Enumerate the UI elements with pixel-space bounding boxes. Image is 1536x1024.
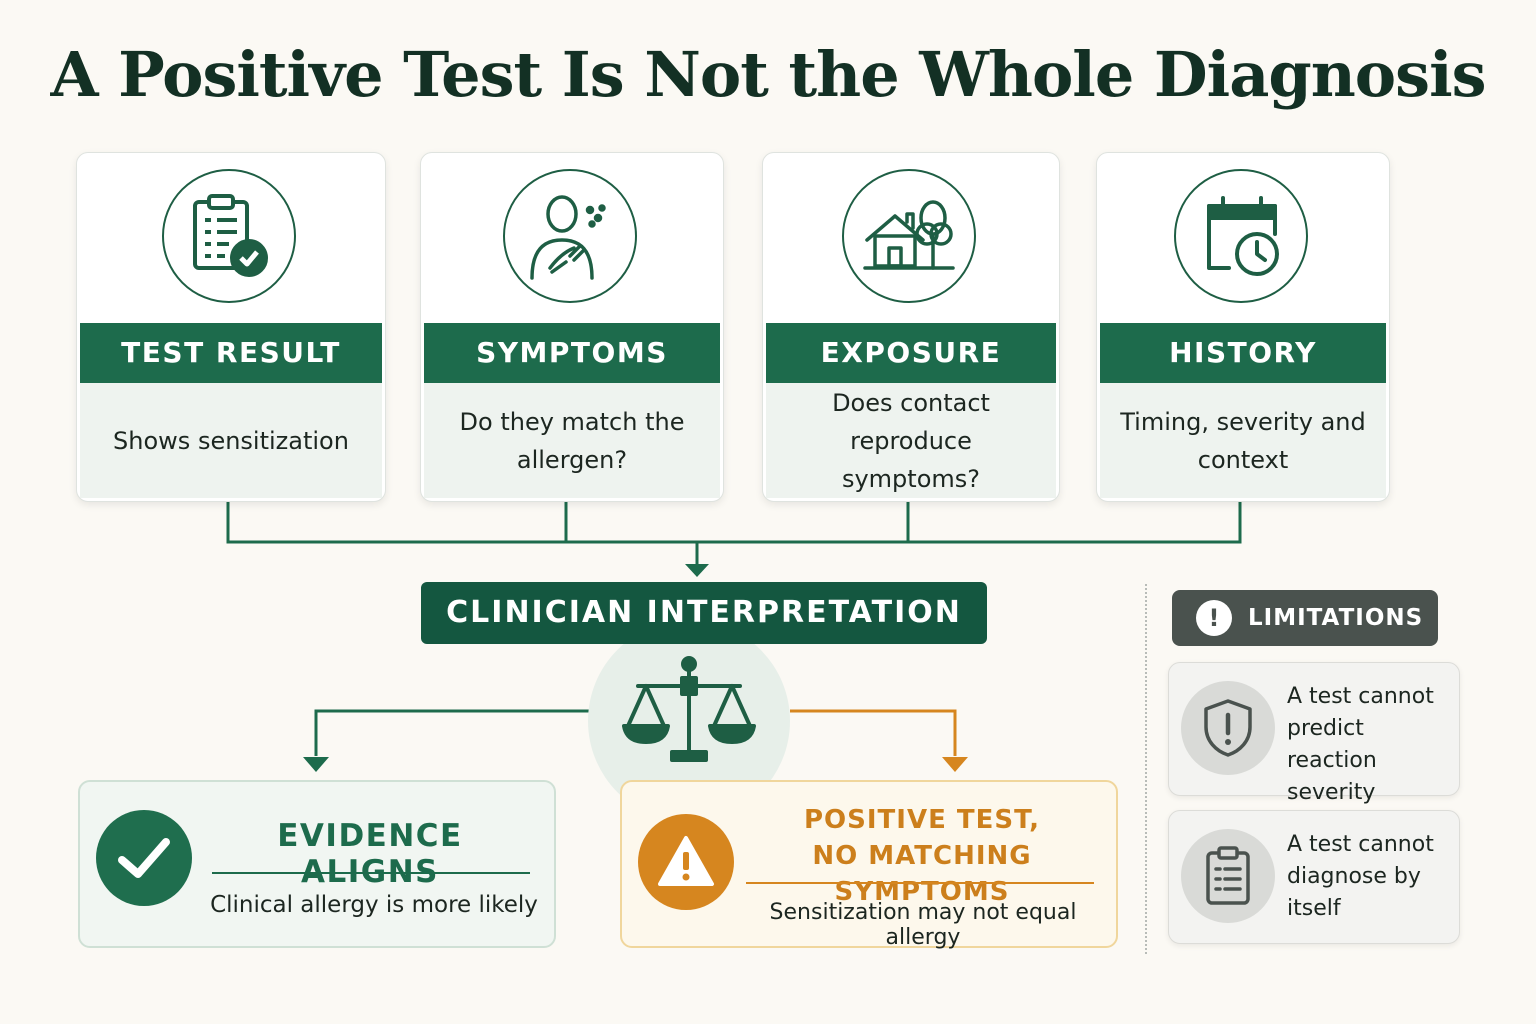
- person-symptoms-icon: [530, 195, 606, 280]
- factor-description: Do they match the allergen?: [424, 383, 720, 498]
- factor-card-symptoms: SYMPTOMS Do they match the allergen?: [420, 152, 724, 502]
- limitations-header-label: LIMITATIONS: [1248, 605, 1424, 631]
- limitation-icon-badge: [1181, 681, 1275, 775]
- factor-description: Does contact reproduce symptoms?: [766, 383, 1056, 498]
- clinician-interpretation-box: CLINICIAN INTERPRETATION: [421, 582, 987, 644]
- outcome-title: POSITIVE TEST, NO MATCHING SYMPTOMS: [742, 802, 1102, 910]
- clipboard-check-icon: [193, 194, 268, 277]
- warning-icon: [658, 836, 714, 886]
- limitation-text: A test cannot diagnose by itself: [1287, 832, 1434, 921]
- icon-ring: [503, 169, 637, 303]
- factor-label: HISTORY: [1100, 323, 1386, 383]
- outcome-title: EVIDENCE ALIGNS: [277, 818, 463, 890]
- outcome-subtitle: Sensitization may not equal allergy: [769, 900, 1077, 950]
- limitation-text: A test cannot predict reaction severity: [1287, 684, 1434, 805]
- limitation-card: A test cannot predict reaction severity: [1168, 662, 1460, 805]
- balance-scale-icon: [622, 656, 756, 762]
- limitation-card: A test cannot diagnose by itself: [1168, 810, 1460, 944]
- outcome-divider: [212, 872, 530, 874]
- outcome-subtitle: Clinical allergy is more likely: [210, 892, 538, 918]
- exclamation-icon: !: [1196, 600, 1232, 636]
- factor-card-history: HISTORY Timing, severity and context: [1096, 152, 1390, 502]
- limitations-header: ! LIMITATIONS: [1172, 590, 1438, 646]
- page-title: A Positive Test Is Not the Whole Diagnos…: [50, 38, 1486, 111]
- limitation-icon-badge: [1181, 829, 1275, 923]
- factor-description: Timing, severity and context: [1100, 383, 1386, 498]
- factor-label: SYMPTOMS: [424, 323, 720, 383]
- clipboard-list-icon: [1206, 846, 1250, 905]
- outcome-divider: [746, 882, 1094, 884]
- factor-card-test-result: TEST RESULT Shows sensitization: [76, 152, 386, 502]
- check-circle-icon: [118, 838, 170, 878]
- outcome-title-line1: POSITIVE TEST,: [803, 805, 1041, 835]
- factor-card-exposure: EXPOSURE Does contact reproduce symptoms…: [762, 152, 1060, 502]
- limitations-divider: [1145, 584, 1147, 954]
- warning-circle: [638, 814, 734, 910]
- calendar-clock-icon: [1207, 196, 1279, 276]
- outcome-positive-no-symptoms: POSITIVE TEST, NO MATCHING SYMPTOMS Sens…: [620, 780, 1118, 950]
- icon-ring: [162, 169, 296, 303]
- factor-label: EXPOSURE: [766, 323, 1056, 383]
- icon-ring: [1174, 169, 1308, 303]
- icon-ring: [842, 169, 976, 303]
- shield-alert-icon: [1204, 699, 1252, 757]
- check-circle: [96, 810, 192, 906]
- outcome-evidence-aligns: EVIDENCE ALIGNS Clinical allergy is more…: [78, 780, 556, 948]
- house-tree-icon: [863, 200, 955, 270]
- factor-label: TEST RESULT: [80, 323, 382, 383]
- factor-description: Shows sensitization: [80, 383, 382, 498]
